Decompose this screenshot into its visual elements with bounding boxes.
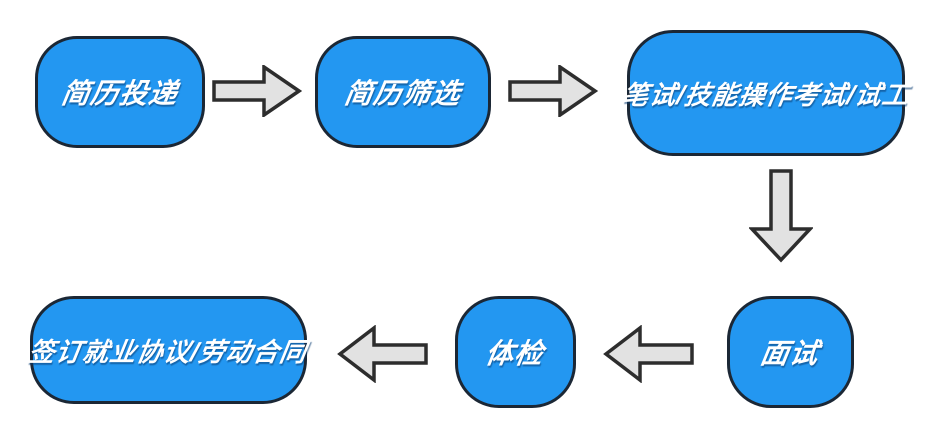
flow-node-resume-screening: 简历筛选 — [315, 36, 491, 148]
node-label-sign-contract: 签订就业协议/劳动合同 — [26, 336, 310, 367]
arrow-right-icon — [212, 65, 302, 117]
flow-node-resume-submission: 简历投递 — [35, 36, 205, 148]
node-label-written-skill-test: 笔试/技能操作考试/试工 — [620, 79, 912, 110]
node-label-interview: 面试 — [758, 338, 822, 369]
arrow-down-icon — [749, 169, 813, 263]
arrow-right-icon — [508, 65, 598, 117]
node-label-resume-screening: 简历筛选 — [342, 78, 464, 109]
arrow-left-icon — [603, 325, 694, 383]
flow-node-interview: 面试 — [727, 296, 854, 408]
node-label-physical-exam: 体检 — [483, 338, 547, 369]
flow-node-physical-exam: 体检 — [455, 296, 576, 408]
flow-node-sign-contract: 签订就业协议/劳动合同 — [27, 296, 310, 404]
arrow-left-icon — [337, 325, 428, 383]
node-label-resume-submission: 简历投递 — [59, 78, 181, 109]
flow-node-written-skill-test: 笔试/技能操作考试/试工 — [620, 30, 911, 156]
